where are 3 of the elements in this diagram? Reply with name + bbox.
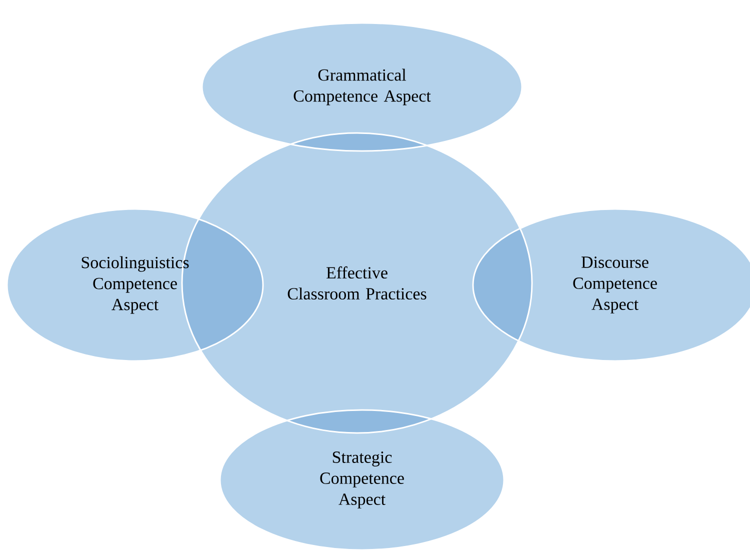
node-label: Strategic Competence Aspect <box>320 452 404 508</box>
node-label: Grammatical Competence Aspect <box>294 68 431 106</box>
node-label: Discourse Competence Aspect <box>573 256 657 314</box>
